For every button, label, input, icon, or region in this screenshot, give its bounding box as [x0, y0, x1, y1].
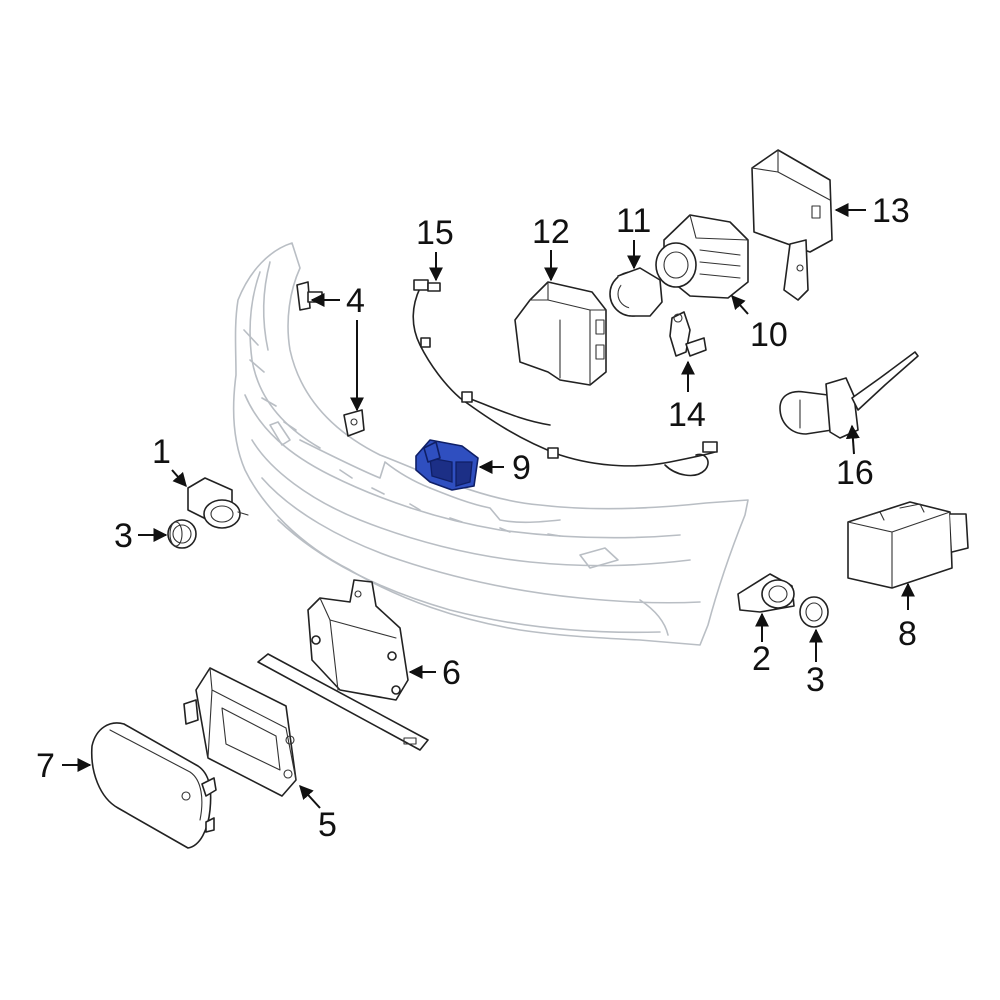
part-13-mounting-bracket — [751, 149, 833, 301]
callout-15: 15 — [416, 214, 454, 252]
callout-1: 1 — [152, 433, 171, 471]
part-16-sensor-bulb — [779, 351, 919, 439]
part-14-washer-nozzle — [669, 311, 707, 357]
callout-labels: 1 2 3 3 4 5 6 7 8 9 10 11 12 13 14 15 16 — [36, 192, 917, 844]
part-10-camera-housing — [655, 214, 749, 299]
callout-4: 4 — [346, 282, 365, 320]
part-3-sensor-ring-right — [799, 596, 829, 628]
part-3-sensor-ring-left — [167, 519, 197, 549]
leader-arrows — [62, 203, 915, 809]
part-8-control-module — [847, 501, 969, 589]
callout-11: 11 — [616, 202, 651, 240]
callout-12: 12 — [532, 213, 570, 251]
callout-9: 9 — [512, 449, 531, 487]
part-2-parking-sensor-right — [737, 573, 795, 613]
callout-16: 16 — [836, 454, 874, 492]
callout-13: 13 — [872, 192, 910, 230]
callout-3-left: 3 — [114, 517, 133, 555]
callout-2: 2 — [752, 640, 771, 678]
part-5-radar-module — [183, 667, 297, 797]
callout-3-right: 3 — [806, 661, 825, 699]
callout-7: 7 — [36, 747, 55, 785]
callout-8: 8 — [898, 615, 917, 653]
bumper-cover — [232, 242, 749, 646]
callout-14: 14 — [668, 396, 706, 434]
part-9-sensor-bracket-highlighted — [415, 439, 479, 491]
callout-5: 5 — [318, 806, 337, 844]
part-15-wiring-harness — [412, 279, 718, 477]
part-1-parking-sensor — [187, 477, 249, 529]
part-11-camera-ring — [609, 267, 663, 317]
part-7-radar-cover — [90, 722, 217, 849]
part-6-radar-bracket — [257, 579, 429, 751]
part-12-bracket-housing — [514, 281, 607, 386]
callout-6: 6 — [442, 654, 461, 692]
callout-10: 10 — [750, 316, 788, 354]
